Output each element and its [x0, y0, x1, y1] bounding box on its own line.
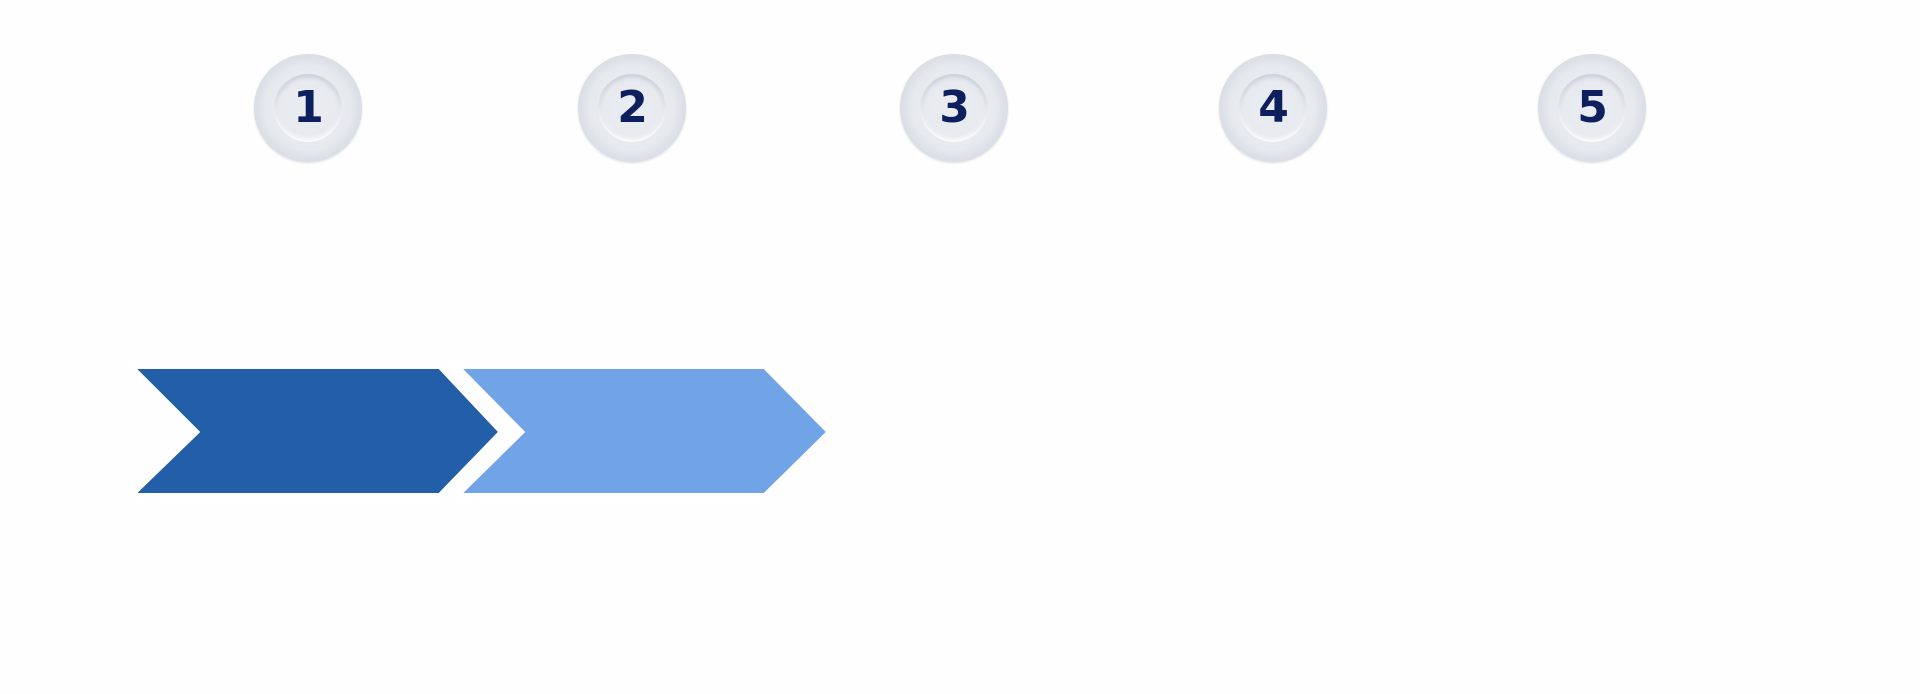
badge-ring: [920, 74, 988, 142]
badge-ring: [1239, 74, 1307, 142]
chevron-segment-2: [448, 363, 835, 499]
badge-ring: [274, 74, 342, 142]
step-number: 4: [1258, 82, 1289, 133]
step-badge-5: 5: [1538, 54, 1646, 162]
step-badge-3: 3: [900, 54, 1008, 162]
step-number: 1: [293, 82, 324, 133]
step-number: 2: [617, 82, 648, 133]
step-badge-4: 4: [1219, 54, 1327, 162]
step-number: 5: [1577, 82, 1608, 133]
step-number: 3: [939, 82, 970, 133]
step-badge-2: 2: [578, 54, 686, 162]
step-badge-1: 1: [254, 54, 362, 162]
badge-ring: [1558, 74, 1626, 142]
chevron-segment-1: [122, 363, 507, 499]
badge-ring: [598, 74, 666, 142]
